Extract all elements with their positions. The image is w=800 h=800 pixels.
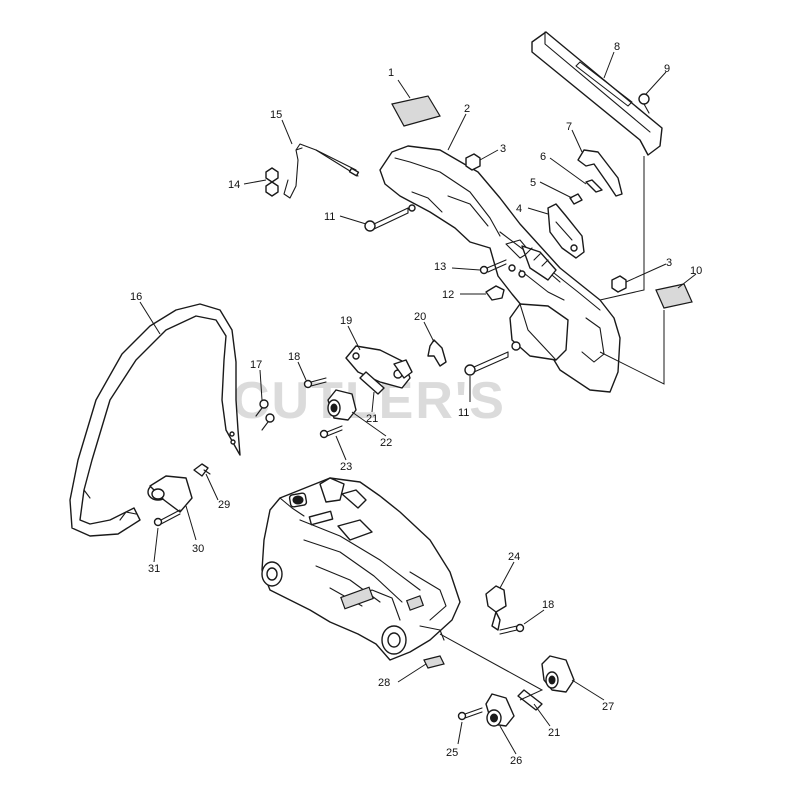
part-15-cable [283,143,360,199]
callout-6: 6 [540,151,546,163]
part-2-rear-handle-housing [379,145,621,393]
leader-lines [139,51,697,755]
part-18-screw-upper [303,377,327,389]
callout-labels: 1 2 3 3 4 5 6 7 8 9 10 11 11 12 13 14 15… [130,41,702,767]
callout-16: 16 [130,291,142,303]
callout-20: 20 [414,311,426,323]
part-24-block [485,585,507,631]
part-29-screw [193,463,211,477]
part-30-mount [147,475,193,513]
part-18-screw-lower [499,623,525,635]
callout-17: 17 [250,359,262,371]
part-3-nut-upper [465,153,481,171]
part-10-label [655,283,693,309]
callout-22: 22 [380,437,392,449]
callout-19: 19 [340,315,352,327]
part-14-nuts [265,167,279,197]
callout-10: 10 [690,265,702,277]
callout-7: 7 [566,121,572,133]
part-22-av-mount [327,389,357,421]
callout-11-lower: 11 [458,407,469,419]
part-8-top-cover [531,31,663,156]
callout-18-upper: 18 [288,351,300,363]
callout-21-upper: 21 [366,413,378,425]
part-12-fitting [485,285,505,301]
part-11-bolt-lower [464,351,509,376]
part-17-screws [255,399,275,431]
callout-14: 14 [228,179,240,191]
callout-1: 1 [388,67,394,79]
callout-21-lower: 21 [548,727,560,739]
part-5-clip [569,193,583,205]
part-25-screw [457,707,483,721]
callout-8: 8 [614,41,620,53]
callout-31: 31 [148,563,160,575]
part-6-pin [585,179,603,193]
callout-13: 13 [434,261,446,273]
part-4-throttle-lock [547,203,585,259]
callout-4: 4 [516,203,522,215]
part-28-label [423,655,445,669]
callout-12: 12 [442,289,454,301]
part-3-nut-lower [611,275,627,293]
part-21-pin-lower [517,689,543,711]
callout-11-upper: 11 [324,211,335,223]
callout-24: 24 [508,551,520,563]
part-13-screw [479,259,507,275]
part-11-bolt-upper [364,204,416,232]
part-27-av-mount [541,655,575,693]
callout-27: 27 [602,701,614,713]
callout-26: 26 [510,755,522,767]
part-19-plate [345,345,413,389]
callout-28: 28 [378,677,390,689]
part-9-screw [638,93,650,114]
part-26-av-mount [485,693,515,727]
part-20-clip [427,339,447,367]
crankcase-body [261,477,461,661]
callout-25: 25 [446,747,458,759]
part-21-pin-upper [359,371,385,395]
callout-30: 30 [192,543,204,555]
callout-29: 29 [218,499,230,511]
callout-15: 15 [270,109,282,121]
callout-9: 9 [664,63,670,75]
callout-3-upper: 3 [500,143,506,155]
part-23-screw [319,425,343,439]
callout-18-lower: 18 [542,599,554,611]
callout-2: 2 [464,103,470,115]
part-31-screw [153,509,181,527]
part-1-label [391,95,441,127]
callout-23: 23 [340,461,352,473]
part-16-front-handle [69,303,241,537]
callout-5: 5 [530,177,536,189]
callout-3-lower: 3 [666,257,672,269]
part-7-throttle-trigger [577,149,623,197]
